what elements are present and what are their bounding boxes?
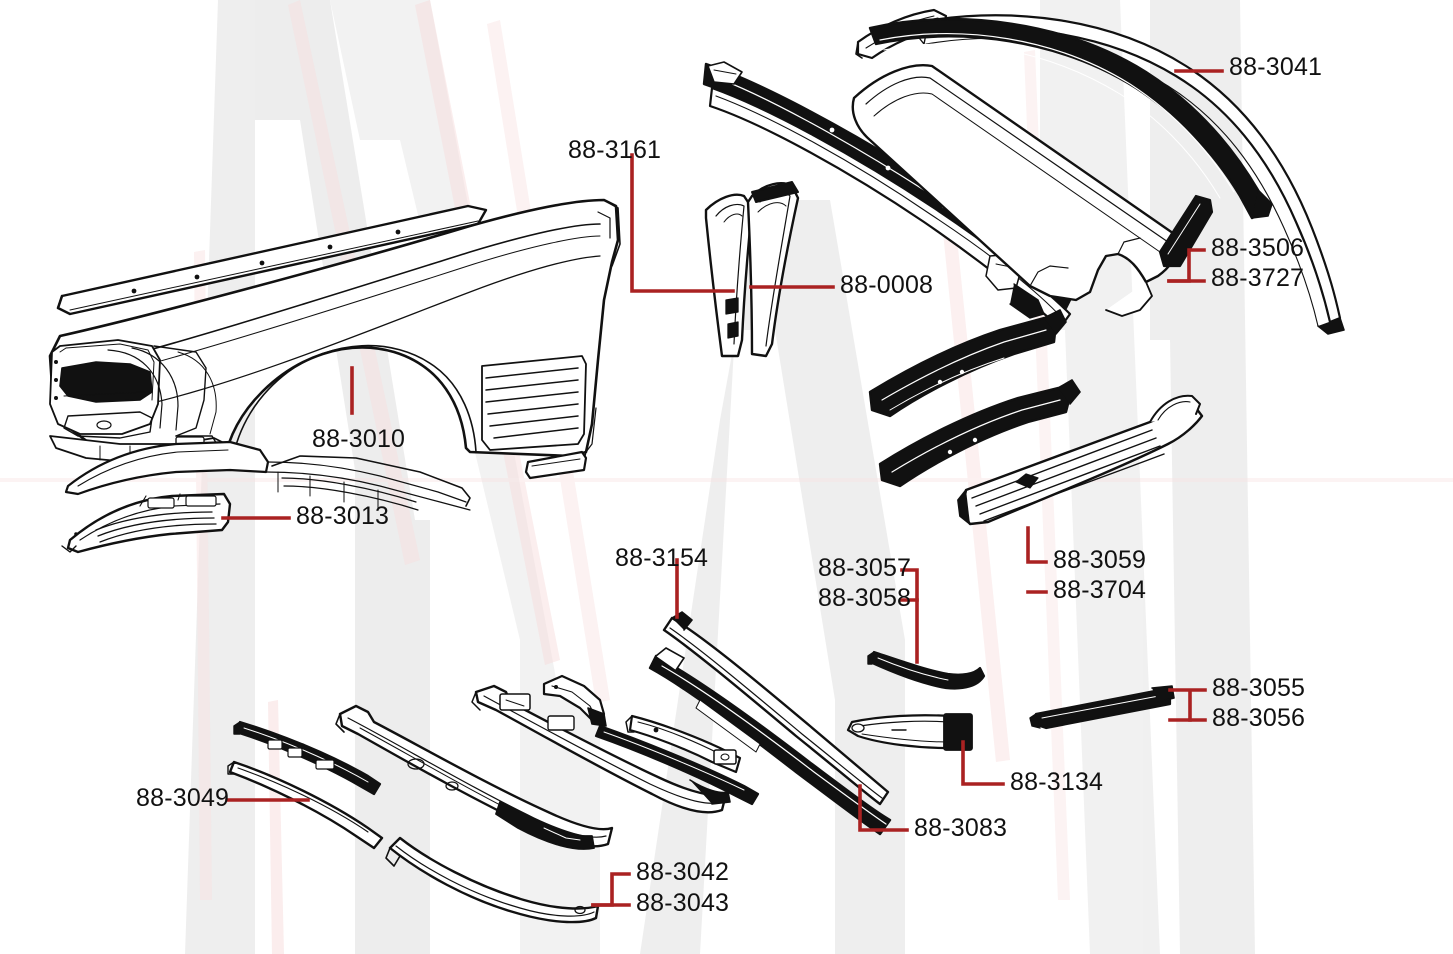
part-88-3057-sill-cap	[867, 650, 986, 690]
part-88-3042-overrider	[385, 836, 600, 924]
part-label-88-3727: 88-3727	[1211, 264, 1305, 292]
leader-line-88-3083	[858, 784, 909, 832]
part-label-88-3154: 88-3154	[615, 544, 709, 572]
part-small-bracket-b	[625, 714, 742, 774]
part-fender-apron-upper	[64, 440, 471, 511]
part-label-88-3059: 88-3059	[1053, 546, 1147, 574]
part-label-88-3055: 88-3055	[1212, 674, 1306, 702]
leader-line-88-3059	[1026, 526, 1048, 564]
part-88-3727-molding-end	[1158, 194, 1214, 268]
part-label-88-3083: 88-3083	[914, 814, 1008, 842]
part-small-bracket-a	[542, 674, 607, 727]
leader-line-88-3161	[630, 153, 735, 293]
leader-line-88-3134	[961, 740, 1005, 786]
part-label-88-3041: 88-3041	[1229, 53, 1323, 81]
part-88-3049-bumper-blade	[227, 720, 384, 850]
part-roof-rail-inner	[868, 18, 1273, 220]
part-mid-rail-lower	[878, 379, 1081, 488]
leader-lines	[221, 69, 1224, 907]
part-88-3134-bumper-bracket	[846, 713, 973, 751]
part-88-3506-quarter-panel	[851, 64, 1182, 317]
part-88-3154-rocker-rail	[648, 611, 892, 836]
part-label-88-3042: 88-3042	[636, 858, 730, 886]
part-mid-rail-upper	[868, 309, 1067, 418]
part-88-3010-front-fender	[48, 198, 621, 465]
part-label-88-3010: 88-3010	[312, 425, 406, 453]
part-label-88-3057: 88-3057	[818, 554, 912, 582]
part-88-3161-pillar-trim	[704, 193, 754, 358]
part-label-88-3013: 88-3013	[296, 502, 390, 530]
part-label-88-3043: 88-3043	[636, 889, 730, 917]
part-label-88-3056: 88-3056	[1212, 704, 1306, 732]
part-label-88-3058: 88-3058	[818, 584, 912, 612]
part-label-88-3049: 88-3049	[136, 784, 230, 812]
part-trim-clip-small	[524, 450, 588, 480]
part-bumper-mount-rail	[471, 684, 731, 814]
part-trailing-rails	[594, 724, 760, 806]
part-label-88-0008: 88-0008	[840, 271, 934, 299]
part-label-88-3506: 88-3506	[1211, 234, 1305, 262]
part-label-88-3134: 88-3134	[1010, 768, 1104, 796]
part-label-88-3704: 88-3704	[1053, 576, 1147, 604]
part-label-88-3161: 88-3161	[568, 136, 662, 164]
part-88-0008-pillar-reinforcement	[746, 181, 800, 358]
part-88-3059-rocker-molding	[957, 394, 1204, 526]
leader-line-88-3055	[1168, 688, 1207, 722]
part-main-bumper-bar	[335, 704, 614, 850]
part-88-3013-lower-apron	[61, 492, 232, 554]
leader-line-88-3057	[900, 568, 919, 664]
